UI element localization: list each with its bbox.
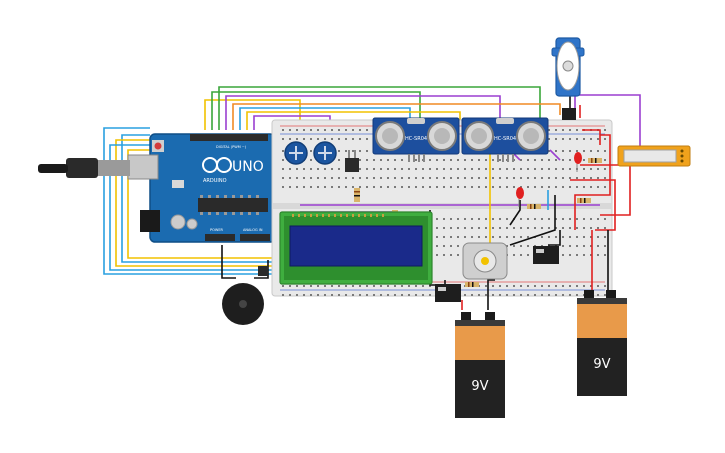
servo-icon — [551, 37, 585, 120]
arduino-sub-label: ARDUINO — [203, 178, 227, 184]
led-icon — [516, 187, 524, 207]
arduino-brand-label: UNO — [232, 159, 264, 175]
battery-right-label: 9V — [593, 357, 610, 372]
relay-icon — [435, 284, 461, 302]
resistor-icon — [577, 198, 591, 203]
led-icon — [574, 152, 582, 172]
resistor-icon — [588, 158, 602, 163]
ultrasonic-sensor-2: HC-SR04 — [461, 117, 549, 162]
resistor-icon — [354, 188, 360, 202]
resistor-icon — [527, 204, 541, 209]
arduino-header-power-label: POWER — [210, 228, 224, 232]
battery-left-label: 9V — [471, 379, 488, 394]
relay-icon — [533, 246, 559, 264]
usb-cable-icon — [38, 158, 130, 178]
sensor-module-right — [617, 145, 691, 167]
dc-motor-icon — [462, 242, 508, 280]
resistor-icon — [465, 282, 479, 287]
potentiometer-icon — [313, 141, 337, 165]
lcd-16x2-display — [279, 211, 433, 285]
potentiometer-icon — [284, 141, 308, 165]
ultrasonic-sensor-1: HC-SR04 — [372, 117, 460, 162]
ultrasonic-sensor-2-label: HC-SR04 — [494, 136, 516, 142]
battery-9v-right: 9V — [577, 290, 627, 396]
arduino-header-top-label: DIGITAL (PWM ~) — [216, 145, 247, 149]
buzzer-icon — [221, 245, 269, 325]
small-ic-icon — [345, 150, 359, 172]
battery-9v-left: 9V — [455, 312, 505, 418]
arduino-uno-board: UNO ARDUINO DIGITAL (PWM ~) POWER ANALOG… — [127, 133, 276, 243]
ultrasonic-sensor-1-label: HC-SR04 — [405, 136, 427, 142]
arduino-header-analog-label: ANALOG IN — [243, 228, 263, 232]
